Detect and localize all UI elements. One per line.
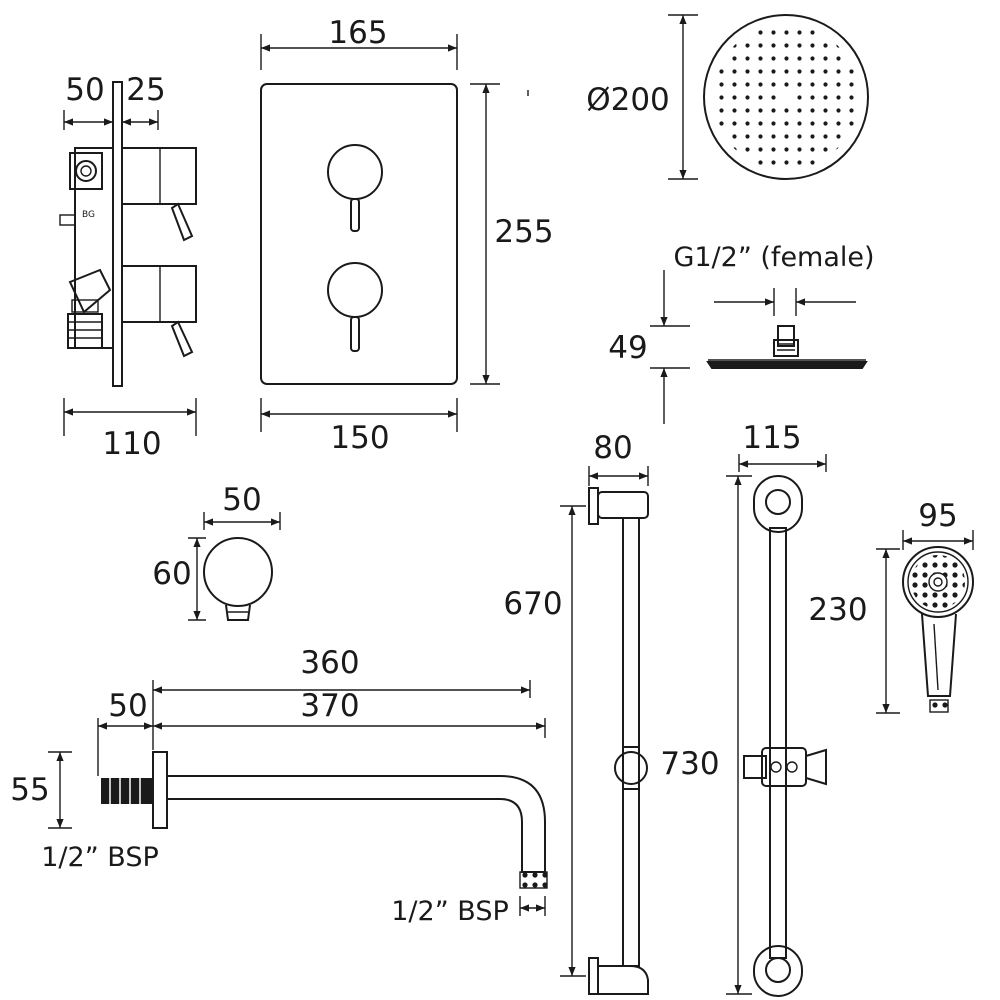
handset-length-label: 230	[808, 592, 867, 628]
head-connection-label: G1/2” (female)	[673, 242, 874, 273]
outlet-height-label: 60	[152, 556, 191, 592]
shower-arm	[101, 751, 548, 889]
handset-dimensions: 95 230	[808, 498, 974, 714]
arm-thread-right-label: 1/2” BSP	[391, 896, 509, 927]
plate-height-label: 255	[494, 214, 553, 250]
valve-side-view: BG	[59, 81, 197, 387]
outlet-width-label: 50	[222, 482, 261, 518]
valve-dimensions: 50 25 110	[63, 72, 197, 462]
rail-side-length-label: 670	[503, 586, 562, 622]
rail-front-dimensions: 115	[726, 420, 827, 995]
head-diameter-label: Ø200	[586, 82, 670, 118]
handset-width-label: 95	[918, 498, 957, 534]
rail-front-width-label: 115	[742, 420, 801, 456]
riser-rail-front-view	[743, 475, 827, 997]
arm-dimensions: 360 370 50 55 1/2” BSP 1/2” BSP	[10, 645, 546, 927]
valve-front-plate	[260, 83, 458, 385]
valve-width-label: 110	[102, 426, 161, 462]
rail-total-length-label: 730	[660, 746, 719, 782]
plate-bottom-width-label: 150	[330, 420, 389, 456]
outlet-dimensions: 50 60	[152, 482, 281, 621]
svg-text:BG: BG	[82, 210, 95, 220]
head-height-label: 49	[608, 330, 647, 366]
head-diameter-dimension: Ø200	[586, 14, 698, 180]
shower-head-top-view	[703, 14, 869, 180]
arm-flange-label: 50	[108, 688, 147, 724]
arm-thread-left-label: 1/2” BSP	[41, 842, 159, 873]
riser-rail-side-view	[588, 487, 649, 995]
handset	[902, 546, 974, 713]
plate-top-width-label: 165	[328, 15, 387, 51]
shower-head-side-view	[706, 325, 868, 369]
rail-side-dimensions: 80 670 730	[503, 430, 720, 977]
head-side-dimensions: G1/2” (female) 49	[608, 242, 875, 424]
rail-side-width-label: 80	[593, 430, 632, 466]
wall-outlet	[203, 537, 273, 621]
arm-length-outer-label: 370	[300, 688, 359, 724]
plate-dimensions: 165 255 150	[260, 15, 554, 456]
valve-cover-label: 25	[126, 72, 165, 108]
arm-length-inner-label: 360	[300, 645, 359, 681]
arm-height-label: 55	[10, 772, 49, 808]
valve-depth-label: 50	[65, 72, 104, 108]
